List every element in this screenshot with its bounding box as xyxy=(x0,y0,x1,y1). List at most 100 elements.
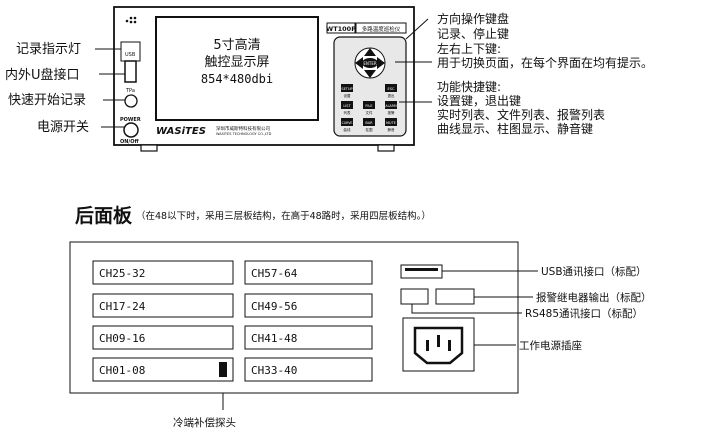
dpad-enter-label: ENTER xyxy=(363,61,376,66)
callout-arrow-keys: 左右上下键: xyxy=(437,41,501,56)
usb-label: USB xyxy=(125,52,136,58)
callout-arrow-keys-desc: 用于切换页面，在每个界面在均有提示。 xyxy=(437,55,653,70)
list-key-label: LIST xyxy=(343,104,351,108)
mute-key[interactable] xyxy=(385,118,397,126)
keypad-area xyxy=(333,36,407,137)
bar-key[interactable] xyxy=(363,118,375,126)
channel-label: CH09-16 xyxy=(99,332,145,345)
callout-power-socket: 工作电源插座 xyxy=(519,339,582,352)
esc-key-label: ESC xyxy=(388,87,395,91)
power-socket-pin-right xyxy=(448,340,451,351)
dpad-up-icon[interactable] xyxy=(364,48,376,56)
cold-junction-probe xyxy=(219,362,227,377)
direction-pad[interactable]: ENTER xyxy=(354,47,386,79)
front-left-callouts: 记录指示灯 内外U盘接口 快速开始记录 电源开关 xyxy=(5,42,125,135)
front-foot-right xyxy=(377,144,395,152)
screen-line-3: 854*480dbi xyxy=(201,72,273,86)
file-key[interactable] xyxy=(363,101,375,109)
rear-usb-port xyxy=(400,264,443,279)
channel-block-ch33-40 xyxy=(244,357,373,382)
brand-subtitle-en: WASITES TECHNOLOGY CO.,LTD xyxy=(216,132,272,136)
power-label: POWER xyxy=(120,117,141,123)
touch-display[interactable] xyxy=(155,16,319,121)
rear-panel-note: （在48以下时，采用三层板结构，在高于48路时，采用四层板结构。） xyxy=(136,210,431,222)
function-keys: SETUP 设置 ESC 退出 LIST 列表 FILE 文件 ALARM 报警… xyxy=(341,84,397,132)
front-right-callouts: 方向操作键盘 记录、停止键 左右上下键: 用于切换页面，在每个界面在均有提示。 … xyxy=(395,11,653,136)
leader-rs485 xyxy=(411,304,522,314)
curve-key-sub: 曲线 xyxy=(344,127,352,132)
dpad-down-icon[interactable] xyxy=(364,70,376,78)
callout-function-keys: 功能快捷键: xyxy=(437,80,501,94)
channel-label: CH49-56 xyxy=(251,300,297,313)
dpad-right-icon[interactable] xyxy=(377,57,385,69)
power-switch[interactable] xyxy=(123,122,139,138)
setup-key-sub: 设置 xyxy=(344,93,352,98)
rear-usb-port-inner xyxy=(405,268,438,271)
mute-key-sub: 静音 xyxy=(388,127,396,132)
callout-quick-record: 快速开始记录 xyxy=(8,93,86,108)
channel-block-ch49-56 xyxy=(244,293,373,318)
leader-keypad-1 xyxy=(405,18,429,40)
rear-panel: CH25-32 CH17-24 CH09-16 CH01-08 CH57-64 … xyxy=(69,241,519,394)
alarm-key[interactable] xyxy=(385,101,397,109)
power-socket-pin-left xyxy=(426,340,429,351)
model-badge xyxy=(326,22,356,34)
curve-key[interactable] xyxy=(341,118,353,126)
callout-rs485: RS485通讯接口（标配） xyxy=(525,307,643,320)
alarm-relay-port xyxy=(435,288,475,305)
screen-line-1: 5寸高清 xyxy=(213,37,260,53)
model-subtitle: 多路温度巡检仪 xyxy=(362,25,401,33)
tpa-label: TPa xyxy=(125,88,135,94)
channel-label: CH01-08 xyxy=(99,364,145,377)
channel-block-ch01-08 xyxy=(92,357,234,382)
channel-block-ch17-24 xyxy=(92,293,234,318)
channel-label: CH57-64 xyxy=(251,267,298,280)
esc-key-sub: 退出 xyxy=(388,93,396,98)
callout-power-switch: 电源开关 xyxy=(37,120,89,135)
callout-setup-esc: 设置键，退出键 xyxy=(437,94,521,108)
brand-logo: WASiTES xyxy=(156,126,206,137)
callout-alarm-relay: 报警继电器输出（标配） xyxy=(536,291,652,304)
screen-line-2: 触控显示屏 xyxy=(204,55,269,70)
switch-label: ON/Off xyxy=(120,139,140,145)
callout-usb-port: 内外U盘接口 xyxy=(5,67,80,83)
callout-lists: 实时列表、文件列表、报警列表 xyxy=(437,107,605,122)
channel-block-ch41-48 xyxy=(244,325,373,350)
setup-key[interactable] xyxy=(341,84,353,92)
dpad-left-icon[interactable] xyxy=(355,57,363,69)
brand-subtitle: 深圳市威斯特科技有限公司 xyxy=(216,125,270,132)
channel-label: CH25-32 xyxy=(99,267,145,280)
setup-key-label: SETUP xyxy=(341,87,352,91)
mute-key-label: MUTE xyxy=(386,121,396,125)
usb-port[interactable] xyxy=(124,60,137,83)
channel-label: CH17-24 xyxy=(99,300,146,313)
esc-key[interactable] xyxy=(385,84,397,92)
rear-callouts: USB通讯接口（标配） 报警继电器输出（标配） RS485通讯接口（标配） 工作… xyxy=(173,265,652,429)
alarm-key-label: ALARM xyxy=(385,104,396,108)
list-key-sub: 列表 xyxy=(344,110,352,115)
file-key-label: FILE xyxy=(365,104,372,108)
quick-record-button[interactable] xyxy=(124,94,138,108)
callout-rear-usb: USB通讯接口（标配） xyxy=(541,265,647,278)
bar-key-label: BAR xyxy=(365,121,373,125)
bar-key-sub: 柱图 xyxy=(366,127,374,132)
power-socket-pin-mid xyxy=(437,335,440,347)
list-key[interactable] xyxy=(341,101,353,109)
dpad-enter-button[interactable] xyxy=(362,58,378,68)
rear-panel-title: 后面板 xyxy=(75,204,133,227)
rs485-port xyxy=(400,288,429,305)
callout-direction-keypad: 方向操作键盘 xyxy=(437,11,509,26)
front-panel: USB TPa POWER ON/Off 5寸高清 触控显示屏 854*480d… xyxy=(113,6,415,152)
callout-curve-bar-mute: 曲线显示、柱图显示、静音键 xyxy=(437,121,593,136)
channel-block-ch25-32 xyxy=(92,260,234,285)
file-key-sub: 文件 xyxy=(366,110,374,115)
channel-block-ch09-16 xyxy=(92,325,234,350)
top-logo-icon xyxy=(125,16,137,24)
model-name: WT100P xyxy=(326,25,356,33)
callout-record-stop: 记录、停止键 xyxy=(437,26,509,41)
channel-label: CH41-48 xyxy=(251,332,297,345)
front-foot-left xyxy=(140,144,158,152)
alarm-key-sub: 报警 xyxy=(388,110,396,115)
channel-block-ch57-64 xyxy=(244,260,373,285)
